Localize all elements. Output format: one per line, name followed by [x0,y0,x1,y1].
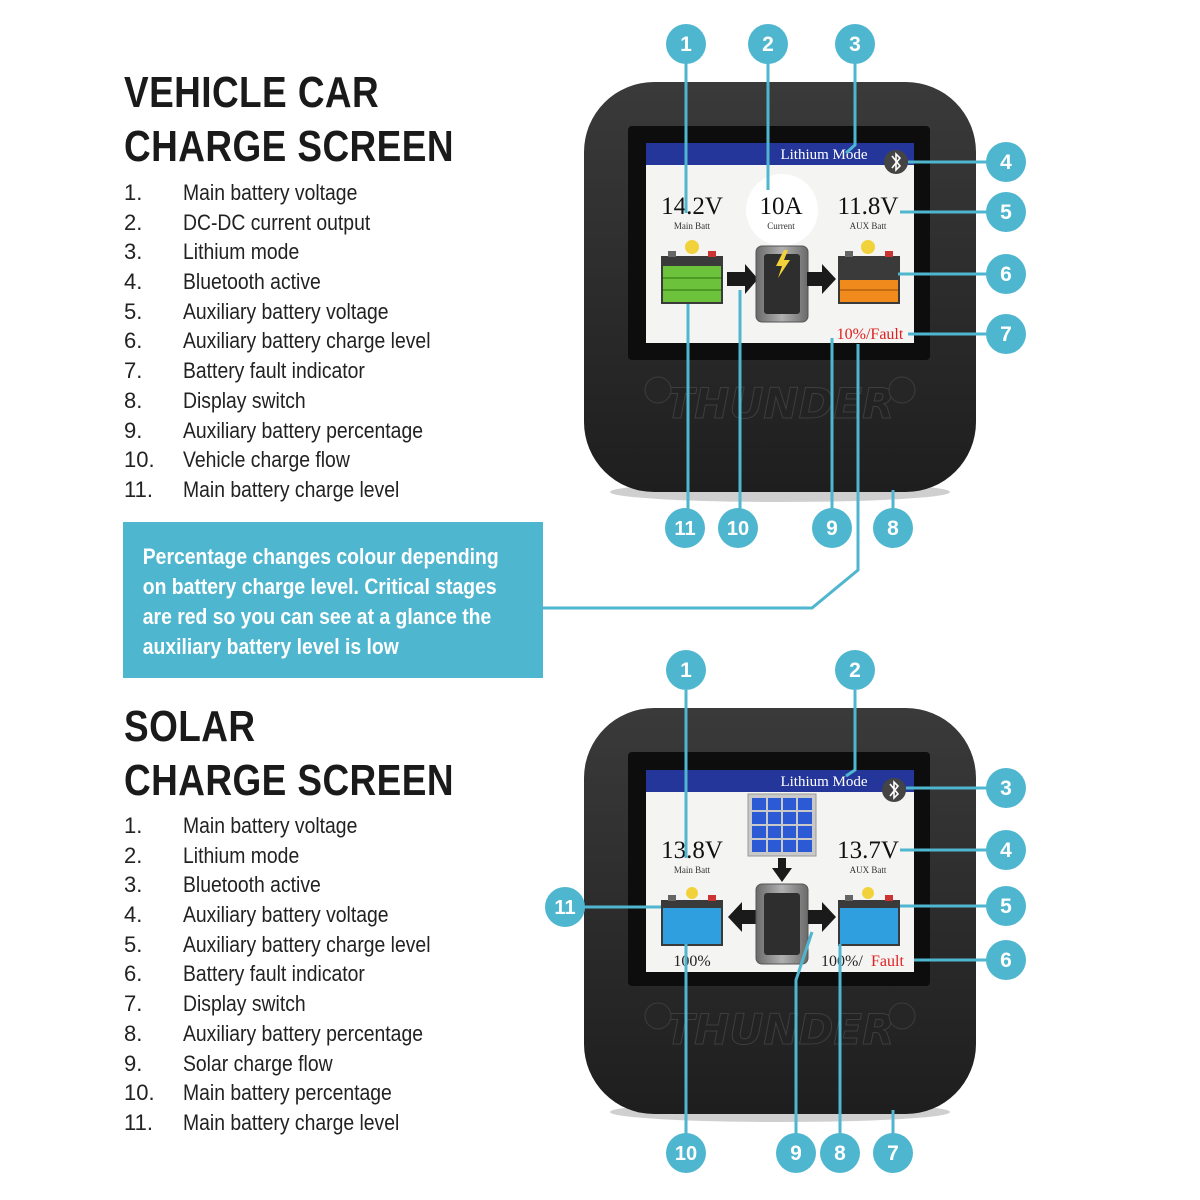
current-label: Current [767,221,795,231]
lithium-mode-label: Lithium Mode [780,147,867,163]
arrow-left-icon [728,902,757,932]
aux-batt-label: AUX Batt [850,865,887,875]
callout-number: 3 [849,33,861,56]
screw-hole [644,1002,672,1030]
info-note-box: Percentage changes colour depending on b… [123,522,543,678]
aux-voltage: 11.8V [838,193,899,220]
callout-number: 8 [834,1142,846,1165]
callout-marker [812,508,852,548]
callout-number: 6 [1000,949,1012,972]
callout-number: 9 [790,1142,802,1165]
vehicle-title-line1: VEHICLE CAR [124,68,380,117]
callout-marker [776,1133,816,1173]
callout-marker [748,24,788,64]
callout-marker [666,650,706,690]
dcdc-unit-icon [755,245,809,323]
main-battery-icon [661,887,723,946]
main-batt-label: Main Batt [674,221,711,231]
screw-hole [888,1002,916,1030]
callout-number: 11 [554,897,575,919]
callout-number: 1 [680,33,692,56]
current-output: 10A [759,193,802,220]
callout-number: 1 [680,659,692,682]
callout-number: 5 [1000,201,1012,224]
solar-title-line2: CHARGE SCREEN [124,756,454,805]
vehicle-title-line2: CHARGE SCREEN [124,122,454,171]
callout-marker [986,886,1026,926]
main-voltage: 13.8V [661,837,723,864]
callout-marker [545,887,585,927]
solar-callout-lines [584,690,988,1134]
arrow-right-icon [807,264,836,294]
callout-marker [986,314,1026,354]
solar-panel-icon [747,793,817,857]
callout-number: 10 [675,1143,697,1165]
main-batt-label: Main Batt [674,865,711,875]
screw-hole [888,376,916,404]
current-highlight [746,174,818,246]
main-voltage: 14.2V [661,193,723,220]
callout-number: 3 [1000,777,1012,800]
callout-number: 5 [1000,895,1012,918]
callout-marker [986,142,1026,182]
aux-battery-icon [838,240,900,304]
callout-number: 9 [826,517,838,540]
bluetooth-glyph [891,152,902,172]
callout-marker [820,1133,860,1173]
callout-marker [665,508,705,548]
brand-logo: THUNDER [666,379,895,428]
solar-title-line1: SOLAR [124,702,256,751]
callout-number: 4 [1000,151,1012,174]
callout-number: 4 [1000,839,1012,862]
callout-marker [835,650,875,690]
aux-voltage: 13.7V [837,837,899,864]
callout-number: 2 [762,33,774,56]
callout-number: 7 [887,1142,899,1165]
dcdc-unit-icon [755,883,809,965]
callout-number: 7 [1000,323,1012,346]
bluetooth-glyph [889,780,900,800]
lithium-mode-label: Lithium Mode [780,774,867,790]
main-battery-icon [661,240,723,304]
aux-fault-status: Fault [871,953,904,970]
info-note-text: Percentage changes colour depending on b… [142,544,499,659]
callout-marker [986,768,1026,808]
arrow-right-icon [727,264,758,294]
screw-hole [644,376,672,404]
vehicle-callout-markers: 1 2 3 4 5 6 7 8 9 10 11 [665,24,1026,548]
callout-marker [718,508,758,548]
callout-marker [835,24,875,64]
brand-logo: THUNDER [666,1005,895,1054]
solar-device: Lithium Mode 13.8V Main Batt 13.7V AUX B… [584,708,976,1122]
aux-batt-label: AUX Batt [850,221,887,231]
callout-number: 6 [1000,263,1012,286]
callout-number: 8 [887,517,899,540]
callout-marker [666,24,706,64]
solar-callout-markers: 1 2 3 4 5 6 7 8 9 10 11 [545,650,1026,1173]
callout-marker [666,1133,706,1173]
callout-marker [986,940,1026,980]
vehicle-callout-lines [543,62,988,610]
callout-marker [986,192,1026,232]
arrow-right-icon [808,902,836,932]
callout-marker [873,508,913,548]
aux-fault-status: 10%/Fault [837,326,904,343]
vehicle-device: Lithium Mode 14.2V Main Batt 10A Current… [584,82,976,502]
callout-marker [873,1133,913,1173]
main-percent: 100% [673,953,710,970]
aux-battery-icon [838,887,900,946]
callout-marker [986,830,1026,870]
callout-number: 2 [849,659,861,682]
screen-header-bar [646,143,914,165]
arrow-down-icon [772,858,792,882]
callout-number: 10 [727,518,749,540]
callout-number: 11 [674,518,695,540]
callout-marker [986,254,1026,294]
aux-percent: 100%/ [821,953,863,970]
